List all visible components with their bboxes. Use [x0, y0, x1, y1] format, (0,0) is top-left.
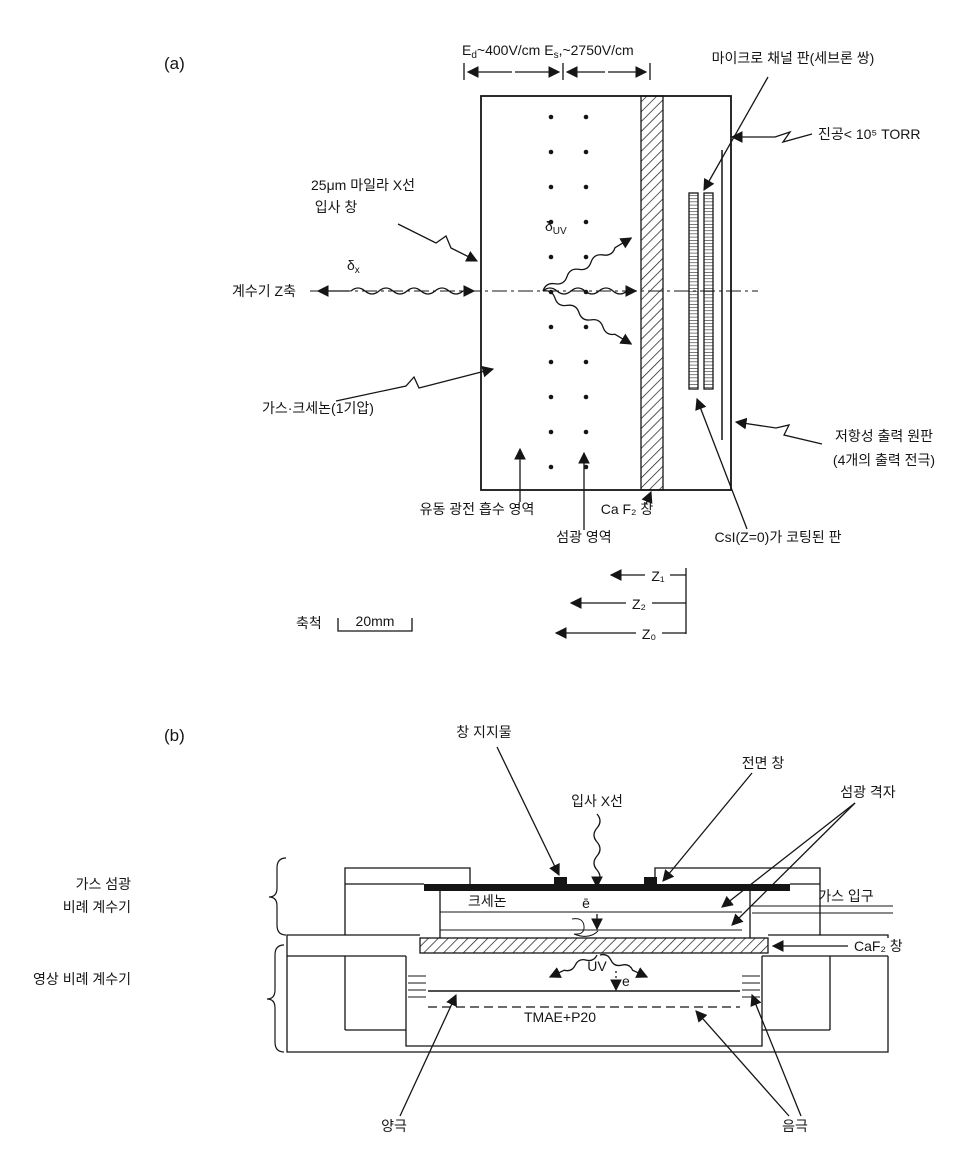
caf2-label-a: Ca F₂ 창	[601, 501, 654, 517]
front-window-bar	[424, 884, 790, 891]
front-window-leader	[662, 772, 753, 882]
part-a-linework	[310, 63, 823, 639]
detector-envelope-outline	[480, 95, 732, 491]
part-b: (b) 창 지지물 입사 X선 전면 창 섬광 격자 가스 섬광 비례 계수기 …	[33, 724, 903, 1134]
part-b-linework	[266, 746, 893, 1117]
anode-leader	[399, 993, 457, 1117]
brace-ipc	[266, 944, 285, 1053]
resistive-label-line2: (4개의 출력 전극)	[833, 452, 935, 468]
mcp-label: 마이크로 채널 판(세브론 쌍)	[712, 50, 875, 66]
scint-grids	[440, 911, 742, 931]
outer-casing-right	[654, 867, 889, 938]
casing-steps	[344, 956, 831, 1031]
field-cage-comb-right	[742, 975, 760, 998]
secondary-electron-label: e	[622, 973, 630, 989]
part-b-filled	[424, 877, 790, 891]
gas-leader	[335, 365, 495, 402]
drift-grid-dots	[548, 114, 589, 470]
window-support-right	[644, 877, 657, 884]
incident-xray-wave-a	[350, 285, 476, 297]
vacuum-label: 진공< 10⁵ TORR	[818, 126, 921, 142]
avalanche-scribble	[571, 918, 599, 937]
gas-label: 가스·크세논(1기압)	[262, 400, 374, 416]
panel-label-a: (a)	[164, 54, 185, 73]
window-label-line2: 입사 창	[315, 199, 358, 215]
window-support-label: 창 지지물	[456, 724, 512, 740]
uv-ray-down	[542, 290, 633, 345]
part-a: (a) Ed~400V/cm Es,~2750V/cm 마이크로 채널 판(세브…	[164, 42, 935, 642]
incident-xray-wave-b	[591, 813, 603, 889]
cathode-label: 음극	[782, 1118, 808, 1134]
outer-casing-left	[286, 867, 889, 1053]
window-label-line1: 25μm 마일라 X선	[311, 177, 415, 193]
uv-ray-right	[599, 953, 649, 978]
brace-gspc	[268, 857, 287, 936]
scale-caption: 축척	[296, 615, 322, 631]
csi-label: CsI(Z=0)가 코팅된 판	[714, 529, 841, 545]
gas-fill-label: TMAE+P20	[524, 1009, 596, 1025]
gspc-label-line2: 비례 계수기	[63, 899, 131, 915]
part-a-labels: (a) Ed~400V/cm Es,~2750V/cm 마이크로 채널 판(세브…	[164, 42, 935, 642]
field-region-ticks	[463, 63, 651, 80]
gas-inlet-label: 가스 입구	[818, 888, 874, 904]
z-position-stubs	[652, 574, 686, 634]
grid-leader-2	[731, 802, 856, 926]
resistive-leader	[734, 417, 823, 445]
uv-ray-left	[548, 954, 598, 978]
z2-label: Z₂	[632, 596, 646, 612]
delta-uv-label: δUV	[545, 218, 567, 237]
delta-x-label: δx	[347, 257, 360, 276]
caf2-window-a	[640, 95, 664, 491]
vacuum-leader	[730, 130, 813, 144]
caf2-window-b	[419, 937, 769, 954]
window-support-left	[554, 877, 567, 884]
window-support-leader	[496, 746, 560, 877]
caf2-label-b: CaF₂ 창	[854, 938, 903, 954]
scint-region-label: 섬광 영역	[556, 529, 611, 545]
scale-value: 20mm	[356, 613, 395, 629]
part-b-labels: (b) 창 지지물 입사 X선 전면 창 섬광 격자 가스 섬광 비례 계수기 …	[33, 724, 903, 1134]
z-axis-label: 계수기 Z축	[232, 283, 296, 299]
caf2-leader-a	[641, 490, 653, 505]
primary-electron-label: ē	[582, 895, 590, 911]
scint-grid-label: 섬광 격자	[840, 784, 896, 800]
z0-label: Z₀	[642, 626, 657, 642]
anode-label: 양극	[381, 1118, 407, 1134]
resistive-label-line1: 저항성 출력 원판	[835, 428, 933, 444]
mcp-leader	[703, 76, 769, 192]
window-leader	[397, 223, 479, 262]
clamp-shelves	[287, 934, 888, 957]
field-cage-comb-left	[408, 975, 426, 998]
ipc-label: 영상 비례 계수기	[33, 971, 131, 987]
uv-ray-up	[542, 237, 633, 292]
incident-xray-label: 입사 X선	[571, 793, 623, 809]
uv-label: UV	[587, 958, 607, 974]
inner-chamber-box	[405, 956, 763, 1047]
drift-region-label: 유동 광전 흡수 영역	[420, 501, 535, 517]
cathode-leader-2	[750, 993, 802, 1117]
scale-bar	[337, 618, 413, 632]
gas-inlet-pipe	[752, 905, 893, 914]
field-strength-label: Ed~400V/cm Es,~2750V/cm	[462, 42, 634, 61]
xenon-label: 크세논	[468, 893, 507, 909]
panel-label-b: (b)	[164, 726, 185, 745]
front-window-label: 전면 창	[742, 755, 785, 771]
gspc-label-line1: 가스 섬광	[76, 876, 132, 892]
z1-label: Z₁	[651, 568, 665, 584]
cathode-leader-1	[695, 1010, 790, 1117]
csi-leader	[695, 397, 748, 530]
